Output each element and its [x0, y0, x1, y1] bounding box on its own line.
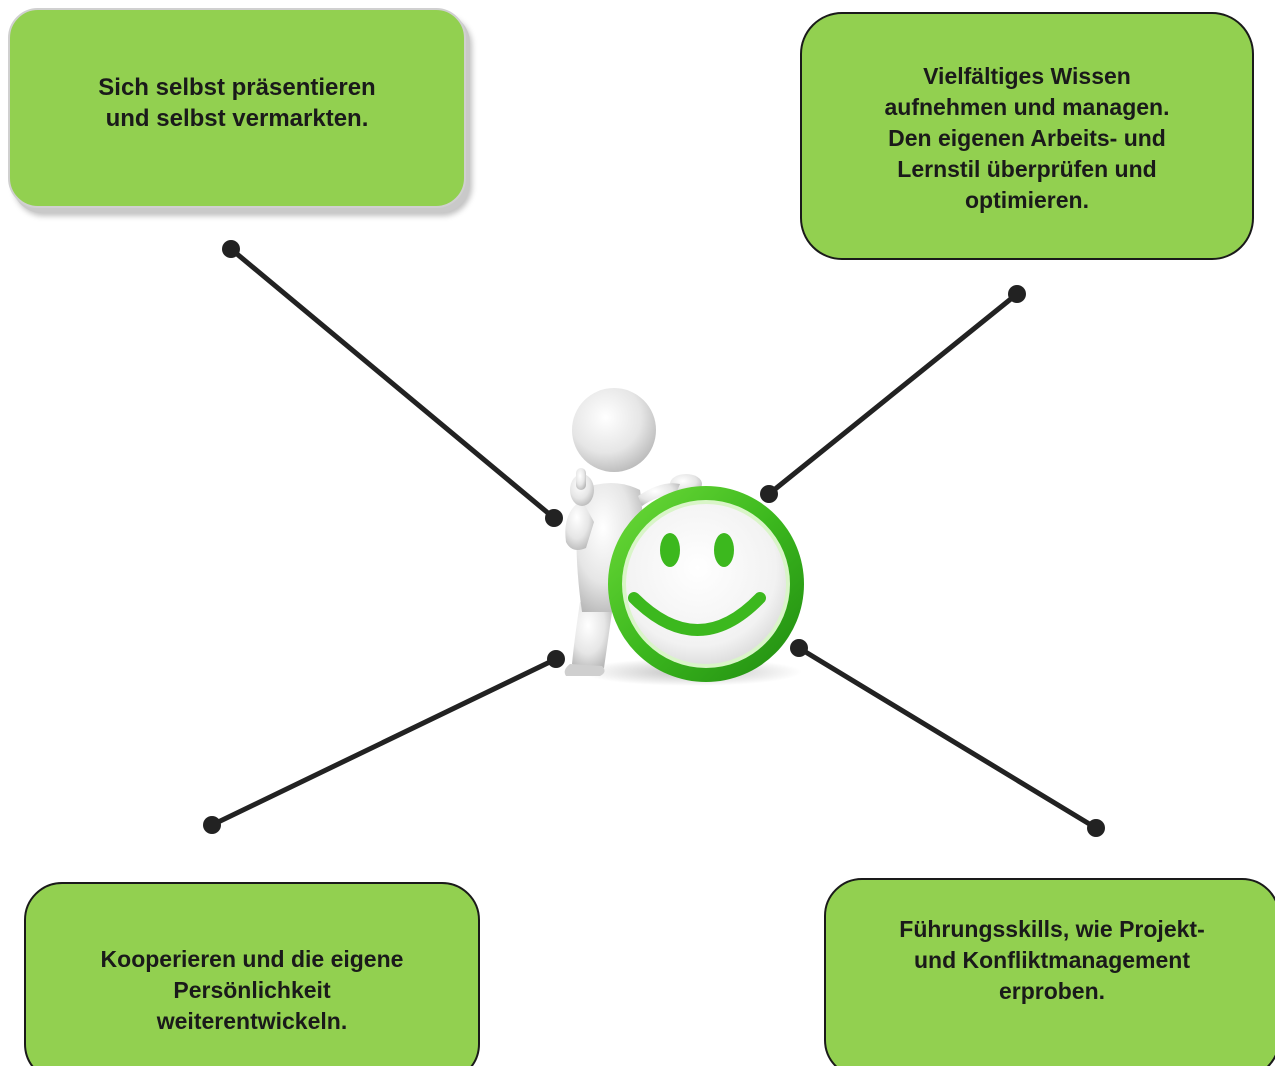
connector-dot	[547, 650, 565, 668]
connector-dot	[545, 509, 563, 527]
box-knowledge-management-text: Vielfältiges Wissen aufnehmen und manage…	[884, 62, 1170, 213]
connector-dot	[790, 639, 808, 657]
connector-top-left	[228, 246, 557, 521]
box-cooperation: Kooperieren und die eigene Persönlichkei…	[24, 882, 480, 1066]
connector-dot	[1008, 285, 1026, 303]
connector-dot	[203, 816, 221, 834]
box-self-presentation: Sich selbst präsentieren und selbst verm…	[8, 8, 466, 208]
connector-top-right	[766, 291, 1020, 497]
connector-bottom-left	[209, 656, 559, 828]
connector-bottom-right	[796, 645, 1099, 831]
connector-dot	[1087, 819, 1105, 837]
box-self-presentation-text: Sich selbst präsentieren und selbst verm…	[98, 74, 376, 132]
connector-dot	[760, 485, 778, 503]
box-leadership-skills: Führungsskills, wie Projekt- und Konflik…	[824, 878, 1275, 1066]
person-with-smiley-icon	[564, 388, 804, 686]
box-leadership-skills-text: Führungsskills, wie Projekt- und Konflik…	[899, 916, 1205, 1004]
box-knowledge-management: Vielfältiges Wissen aufnehmen und manage…	[800, 12, 1254, 260]
box-cooperation-text: Kooperieren und die eigene Persönlichkei…	[100, 946, 404, 1034]
connector-dot	[222, 240, 240, 258]
